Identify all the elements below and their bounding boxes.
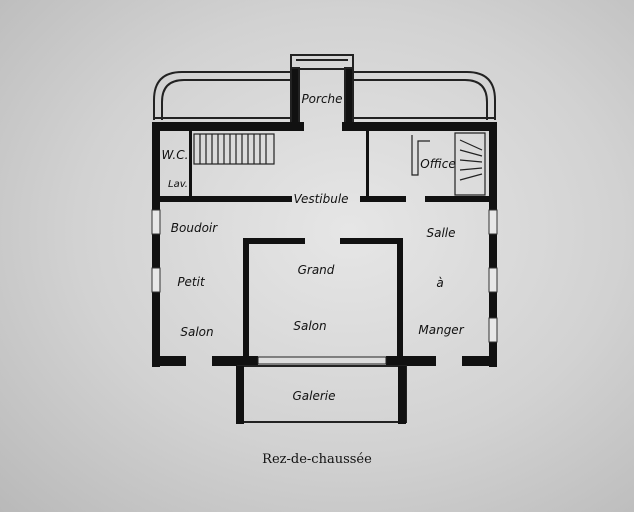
windows bbox=[151, 209, 498, 343]
room-boudoir: Boudoir bbox=[171, 221, 218, 235]
room-galerie: Galerie bbox=[292, 389, 335, 403]
room-grand-line1: Grand bbox=[298, 263, 335, 277]
terrace-outline bbox=[153, 71, 496, 120]
room-wc: W.C. bbox=[162, 148, 189, 162]
stairs bbox=[193, 132, 486, 196]
room-salle-line1: Salle bbox=[426, 226, 455, 240]
room-porche: Porche bbox=[301, 92, 342, 106]
room-lav: Lav. bbox=[168, 179, 188, 190]
room-petit-line1: Petit bbox=[177, 275, 206, 289]
room-grand-line2: Salon bbox=[293, 319, 326, 333]
walls bbox=[152, 122, 497, 367]
room-vestibule: Vestibule bbox=[293, 192, 348, 206]
room-petit-line2: Salon bbox=[180, 325, 213, 339]
plan-caption: Rez-de-chaussée bbox=[262, 452, 372, 467]
room-office: Office bbox=[420, 157, 455, 171]
room-salle-line2: à bbox=[436, 276, 443, 290]
room-salle-line3: Manger bbox=[418, 323, 464, 337]
galerie-outline bbox=[236, 356, 407, 424]
